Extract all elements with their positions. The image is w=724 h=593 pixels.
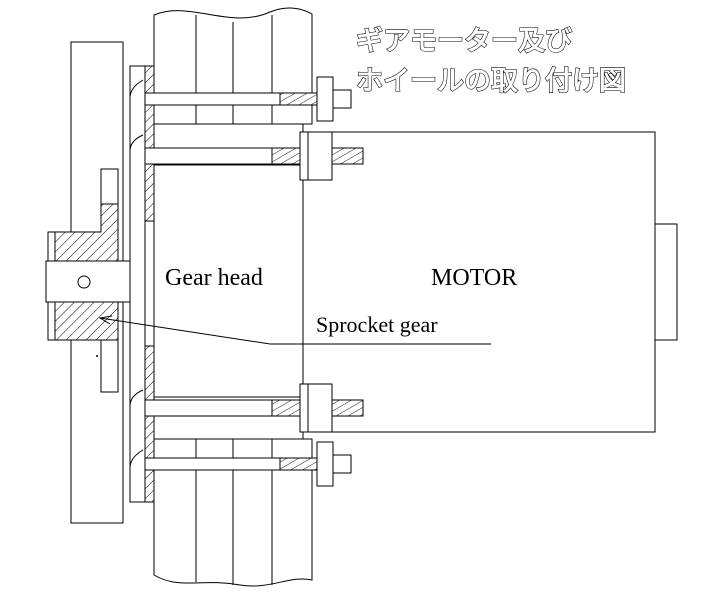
shaft-pin (77, 275, 91, 289)
bolt-top-outer (144, 76, 352, 122)
bolt-bottom-outer (144, 441, 352, 487)
motor-body (302, 131, 656, 433)
wheel-spacer (129, 65, 146, 503)
sprocket-gear-label: Sprocket gear (316, 312, 438, 337)
bolt-top-inner (144, 131, 364, 181)
bolt-bottom-inner (144, 383, 364, 433)
plate-bump (129, 79, 144, 101)
title-line-1: ギアモーター及び (356, 26, 572, 57)
plate-bump (129, 134, 144, 154)
gear-head-label: Gear head (165, 265, 263, 291)
motor-label: MOTOR (431, 265, 517, 291)
title-line-2: ホイールの取り付け図 (356, 66, 626, 97)
motor-end-cap (654, 223, 678, 341)
plate-bump (129, 449, 144, 471)
plate-bump (129, 389, 144, 409)
sprocket-leader-line (99, 317, 491, 345)
leader-arrowhead (98, 315, 113, 325)
gear-head (153, 123, 304, 440)
